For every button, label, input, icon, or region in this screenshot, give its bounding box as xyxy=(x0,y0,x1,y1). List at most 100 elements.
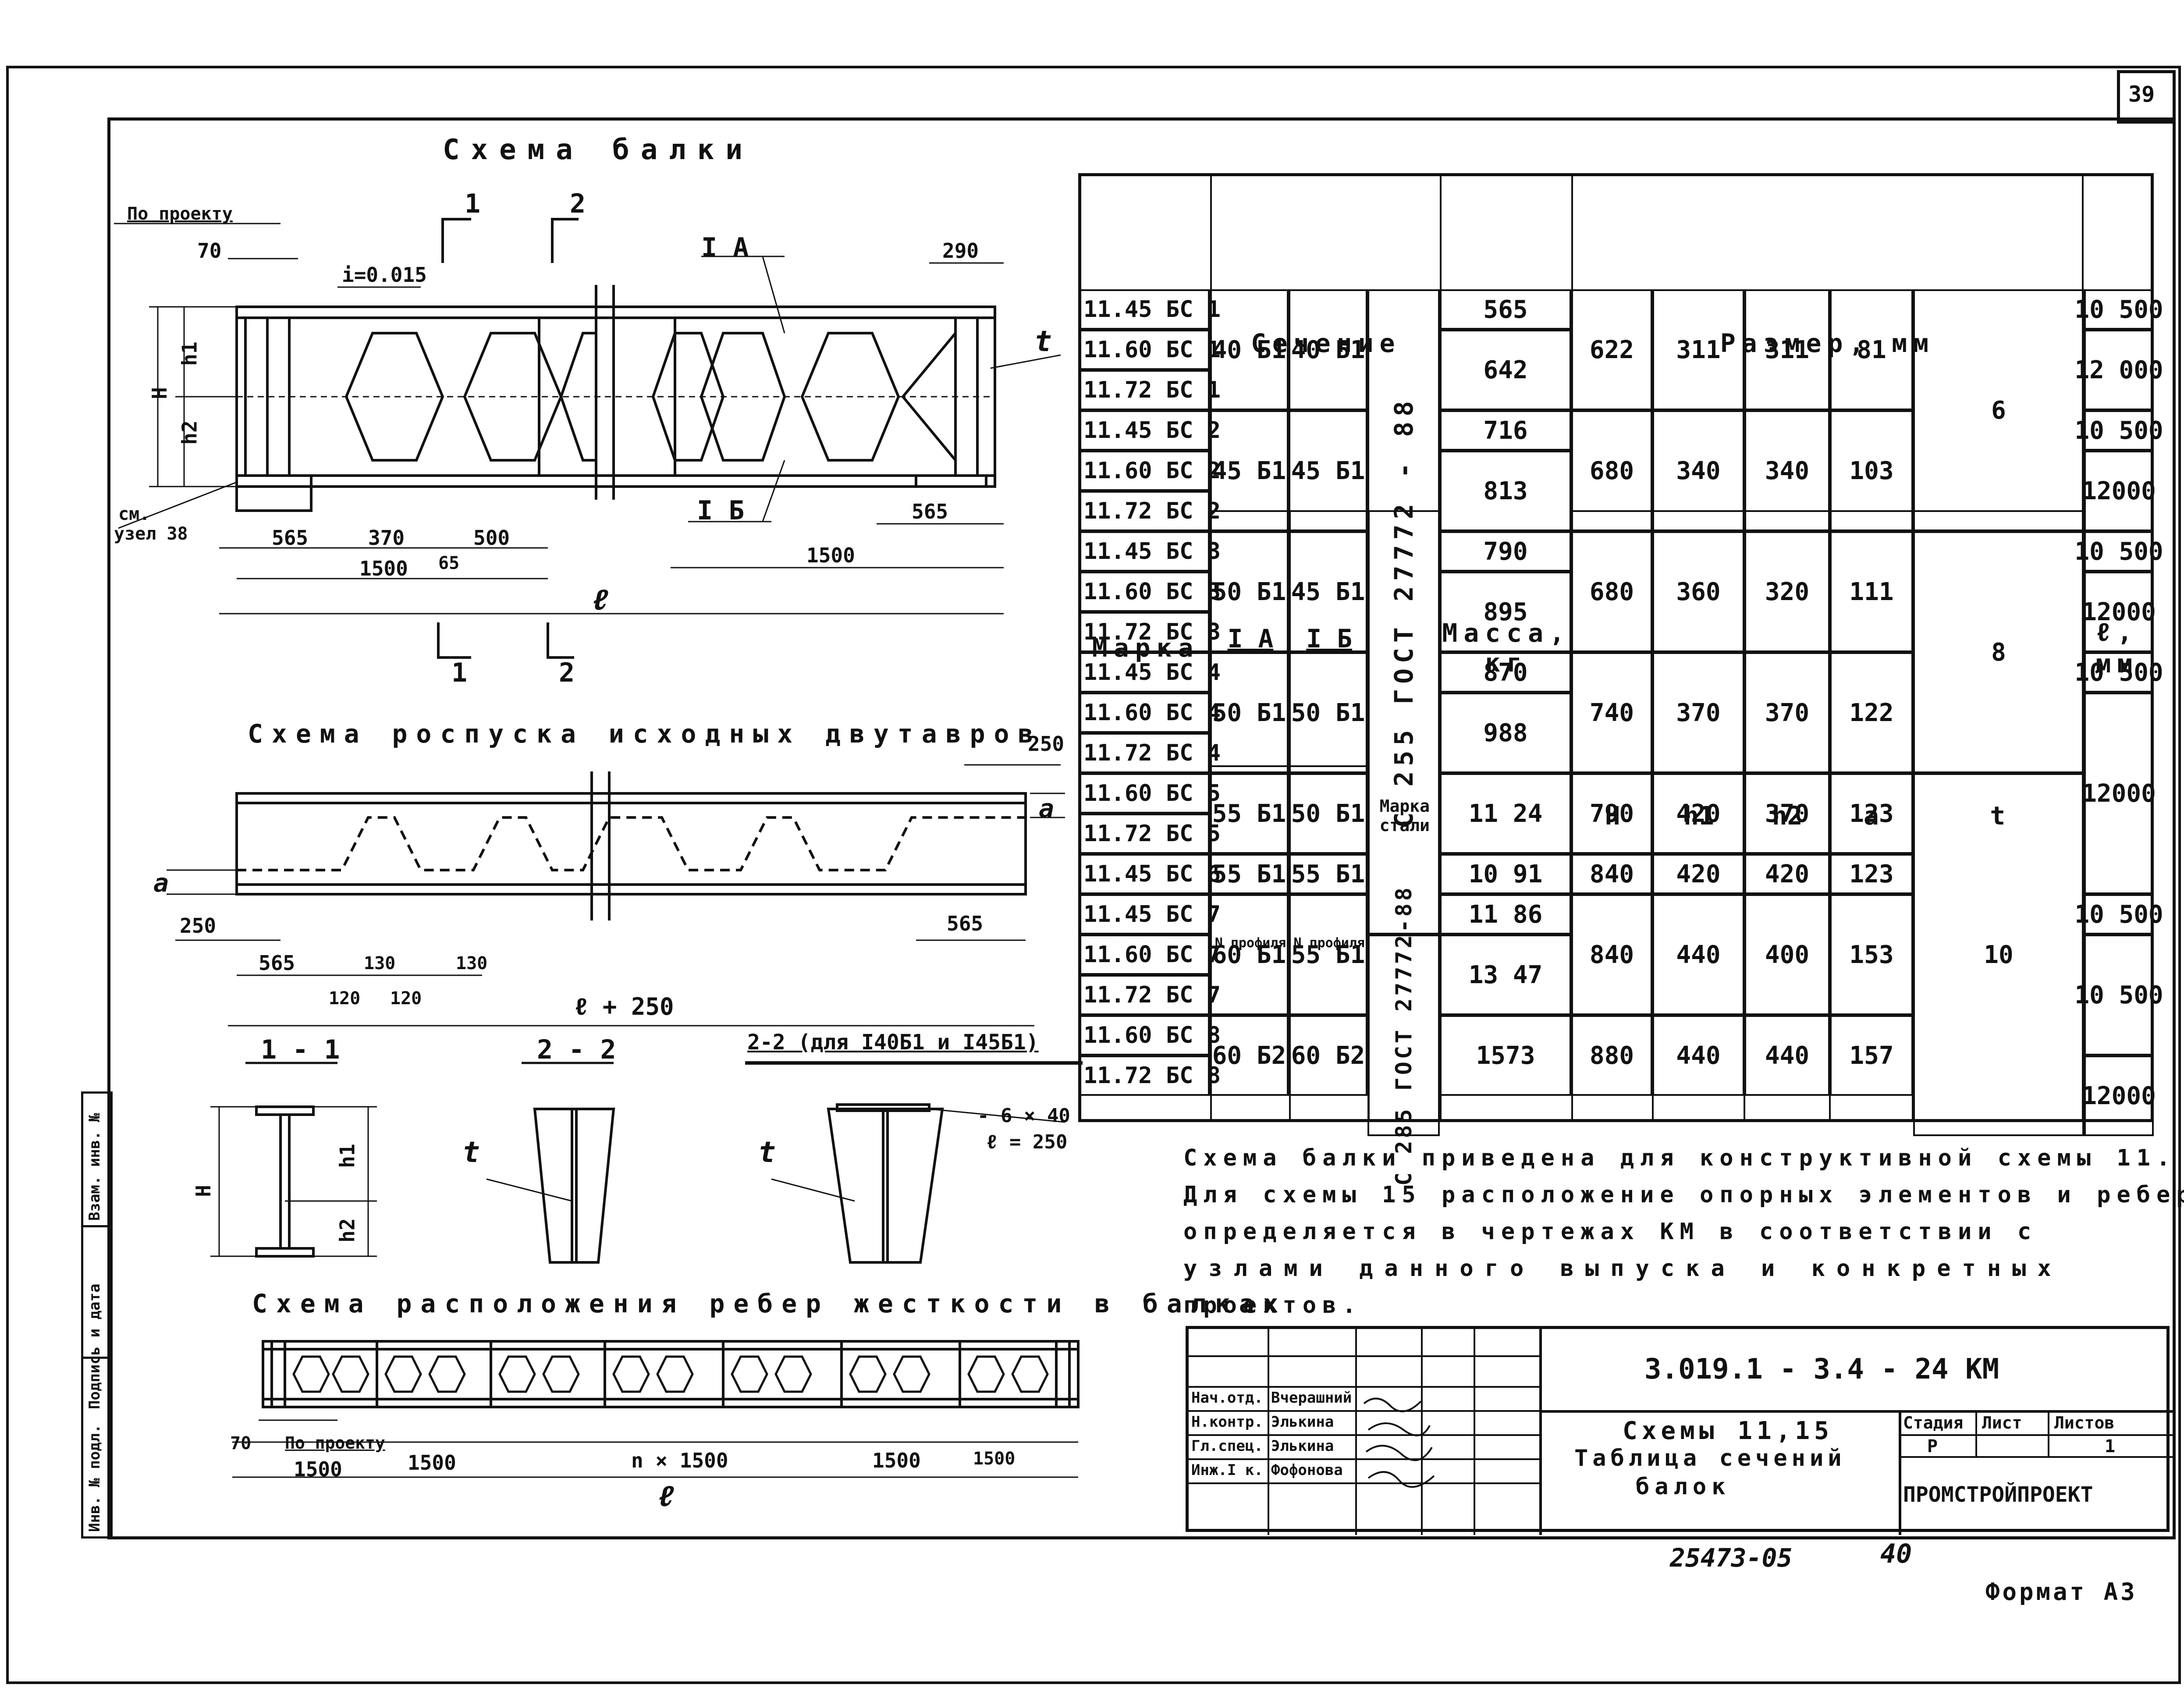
cutting-scheme-title: Схема роспуска исходных двутавров xyxy=(248,719,1042,749)
ib-cell: 50 Б1 xyxy=(1289,773,1367,854)
stiff-dim-1500-a: 1500 xyxy=(294,1457,342,1481)
mark-cell: 11.60 БС 4 xyxy=(1078,693,1221,733)
col-marka: Марка xyxy=(1079,174,1212,1122)
h1-cell: 360 xyxy=(1652,531,1744,652)
sheet-format: Формат А3 xyxy=(1985,1578,2138,1606)
dim-500: 500 xyxy=(473,526,510,550)
note-line-3: определяется в чертежах КМ в соответстви… xyxy=(1183,1219,2038,1245)
sheets-header: Листов xyxy=(2054,1413,2115,1432)
section-1-1-label: 1 - 1 xyxy=(261,1034,340,1065)
ib-cell: 60 Б2 xyxy=(1289,1015,1367,1096)
stiffener-layout xyxy=(232,1340,1080,1478)
label-ib: I Б xyxy=(697,495,745,526)
H-cell: 840 xyxy=(1571,894,1652,1015)
outer-frame xyxy=(6,66,2181,1684)
section-h1: h1 xyxy=(335,1144,359,1168)
cut-2-bottom: 2 xyxy=(559,657,575,688)
dim-565-b: 565 xyxy=(912,500,948,523)
h1-cell: 340 xyxy=(1652,410,1744,531)
col-size: Размер, мм xyxy=(1571,174,2084,512)
H-cell: 840 xyxy=(1571,854,1652,894)
mass-cell: 813 xyxy=(1440,451,1571,531)
mark-cell: 11.72 БС 8 xyxy=(1078,1055,1221,1096)
stiff-per-project: По проекту xyxy=(285,1433,385,1453)
length-cell: 12000 xyxy=(2082,451,2156,531)
ia-cell: 45 Б1 xyxy=(1210,410,1289,531)
length-cell: 12000 xyxy=(2082,572,2156,652)
label-H: H xyxy=(147,387,171,399)
doc-title-3: балок xyxy=(1636,1474,1731,1500)
mark-cell: 11.72 БС 3 xyxy=(1078,612,1221,652)
cut-dim-120-b: 120 xyxy=(390,988,422,1009)
title-block: 3.019.1 - 3.4 - 24 КМ Схемы 11,15 Таблиц… xyxy=(1186,1326,2173,1535)
cut-total-length: ℓ + 250 xyxy=(574,993,674,1020)
ia-cell: 60 Б1 xyxy=(1210,894,1289,1015)
ia-cell: 55 Б1 xyxy=(1210,773,1289,854)
beam-scheme-title: Схема балки xyxy=(443,134,754,166)
mark-cell: 11.72 БС 2 xyxy=(1078,491,1221,531)
mark-cell: 11.45 БС 4 xyxy=(1078,652,1221,693)
ib-cell: 40 Б1 xyxy=(1289,289,1367,410)
mark-cell: 11.60 БС 8 xyxy=(1078,1015,1221,1055)
cut-a-right: a xyxy=(1039,793,1054,823)
plate-size: - 6 × 40 xyxy=(977,1105,1070,1127)
doc-title-1: Схемы 11,15 xyxy=(1623,1417,1833,1445)
stiff-length: ℓ xyxy=(657,1479,675,1513)
label-ia: I А xyxy=(701,232,749,263)
cut-2-top: 2 xyxy=(570,188,586,219)
cut-dim-565-right: 565 xyxy=(947,912,984,935)
page-number: 40 xyxy=(1880,1539,1912,1569)
mark-cell: 11.45 БС 1 xyxy=(1078,289,1221,330)
sheets-value: 1 xyxy=(2105,1436,2116,1457)
steel-cell: С 285 ГОСТ 27772-88 xyxy=(1367,885,1440,1186)
role-1: Нач.отд. xyxy=(1191,1389,1263,1407)
a-cell: 123 xyxy=(1830,773,1913,854)
stiffener-openings xyxy=(292,1355,1049,1393)
steel-grade-1: С 255 ГОСТ 27772 - 88 xyxy=(1389,396,1419,828)
a-cell: 157 xyxy=(1830,1015,1913,1096)
mark-cell: 11.60 БС 7 xyxy=(1078,935,1221,975)
length-cell: 10 500 xyxy=(2074,410,2163,451)
mark-cell: 11.72 БС 4 xyxy=(1078,733,1221,773)
t-cell: 10 xyxy=(1913,773,2084,1136)
dim-370: 370 xyxy=(368,526,405,550)
section-2-2-special-label: 2-2 (для I40Б1 и I45Б1) xyxy=(747,1030,1039,1055)
cut-1-bottom: 1 xyxy=(451,657,468,688)
mark-cell: 11.45 БС 2 xyxy=(1078,410,1221,451)
mass-cell: 13 47 xyxy=(1440,935,1571,1015)
mass-cell: 11 24 xyxy=(1440,773,1571,854)
col-h1: h1 xyxy=(1652,510,1746,1122)
mark-cell: 11.45 БС 7 xyxy=(1078,894,1221,935)
length-cell: 10 500 xyxy=(2074,935,2163,1055)
section-h2: h2 xyxy=(335,1218,359,1243)
ib-cell: 50 Б1 xyxy=(1289,652,1367,773)
cut-dim-130-b: 130 xyxy=(456,953,488,974)
organization: ПРОМСТРОЙПРОЕКТ xyxy=(1903,1482,2093,1507)
a-cell: 123 xyxy=(1830,854,1913,894)
section-H: H xyxy=(191,1185,215,1197)
drawing-frame xyxy=(107,117,2176,1539)
sheet-number-box xyxy=(2117,70,2176,124)
H-cell: 680 xyxy=(1571,410,1652,531)
name-1: Вчерашний xyxy=(1271,1389,1352,1407)
dim-1500-a: 1500 xyxy=(359,557,408,580)
H-cell: 740 xyxy=(1571,652,1652,773)
doc-code: 3.019.1 - 3.4 - 24 КМ xyxy=(1644,1353,1999,1386)
sheet-header: Лист xyxy=(1982,1413,2022,1432)
side-stamp: Взам. инв. № Подпись и дата Инв. № подл. xyxy=(81,1091,113,1539)
h1-cell: 440 xyxy=(1652,894,1744,1015)
mass-cell: 11 86 xyxy=(1440,894,1571,935)
dim-70: 70 xyxy=(197,239,222,263)
signatures xyxy=(1363,1397,1435,1488)
col-t: t xyxy=(1911,510,2084,1122)
dim-565-a: 565 xyxy=(272,526,309,550)
h1-cell: 370 xyxy=(1652,652,1744,773)
see-label: см. xyxy=(118,504,150,524)
stage-header: Стадия xyxy=(1903,1413,1964,1432)
h2-cell: 370 xyxy=(1744,652,1830,773)
a-cell: 103 xyxy=(1830,410,1913,531)
section-2-2-label: 2 - 2 xyxy=(537,1034,616,1065)
doc-title-2: Таблица сечений xyxy=(1574,1445,1846,1471)
length-cell: 12000 xyxy=(2082,1055,2156,1136)
